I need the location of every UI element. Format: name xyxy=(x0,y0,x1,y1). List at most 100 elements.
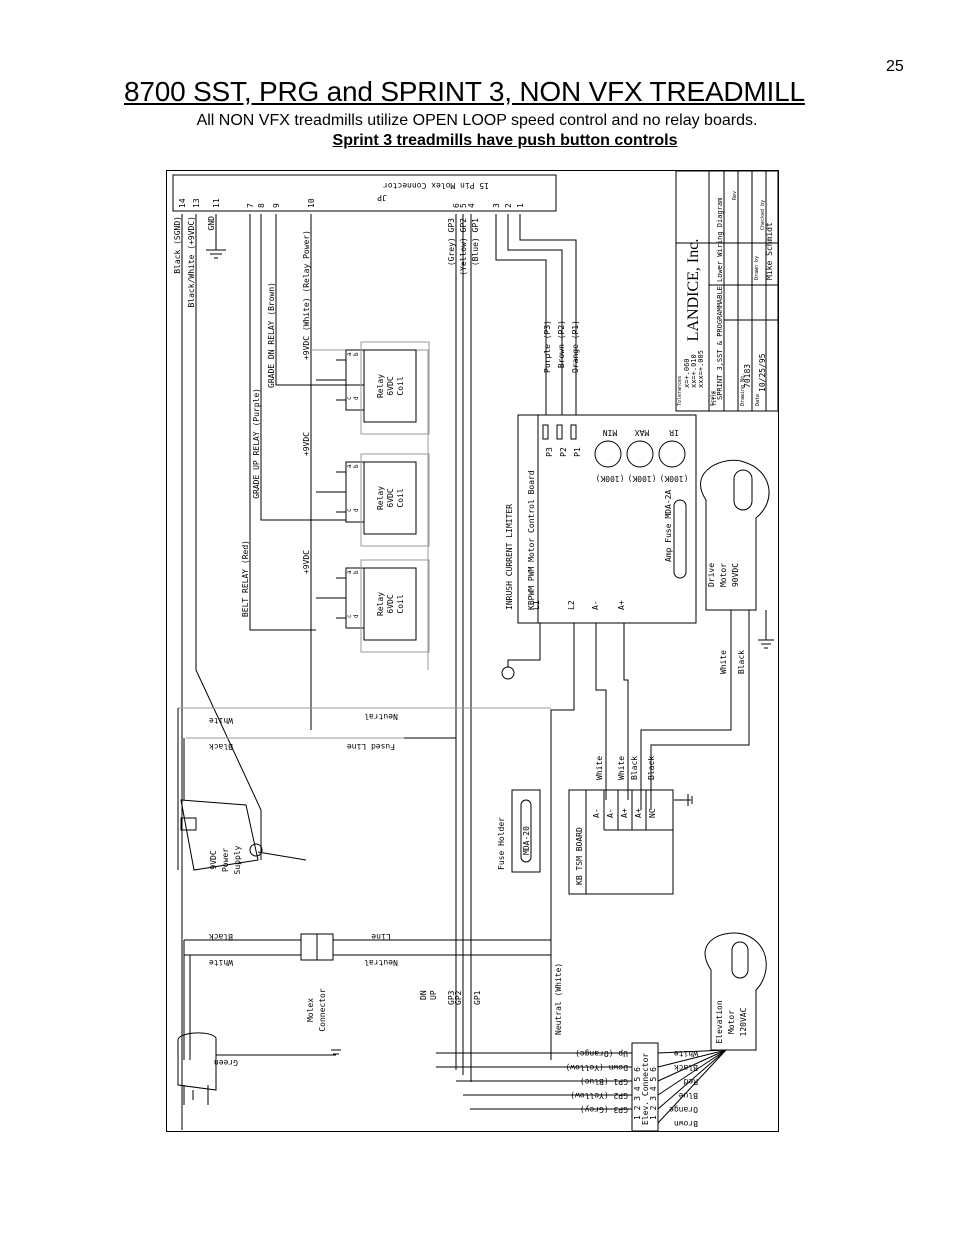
power-plug: Green xyxy=(177,1032,341,1105)
inrush-label: INRUSH CURRENT LIMITER xyxy=(505,504,514,610)
molex-label-2: Connector xyxy=(318,988,327,1032)
kb-tsm-board: KB TSM BOARD A- A- A+ A+ NC White White … xyxy=(568,750,693,895)
board-label: KBPWM PWM Motor Control Board xyxy=(527,470,536,610)
page-subtitle: All NON VFX treadmills utilize OPEN LOOP… xyxy=(196,112,758,129)
tb-tol-2: xx=+.010 xyxy=(690,354,698,388)
pot-max: MAX xyxy=(635,428,650,437)
label-black-sgnd: Black (SGND) xyxy=(173,216,182,274)
tb-tol-1: x=+.060 xyxy=(683,358,691,388)
label-black-white: Black/White (+9VDC) xyxy=(187,216,196,308)
connector-pin-9: 9 xyxy=(272,203,281,208)
label-dn: DN xyxy=(419,990,428,1000)
connector-pin-3: 3 xyxy=(492,203,501,208)
connector-title: 15 Pin Molex Connector xyxy=(383,181,489,190)
pot-ir-value: (100K) xyxy=(660,474,689,483)
psu-label-3: Supply xyxy=(233,845,242,874)
elev-right-wire-4: Blue xyxy=(679,1091,698,1100)
relay-3-label-2: 6VDC xyxy=(386,594,395,613)
psu-label-2: Power xyxy=(221,848,230,872)
connector-ref: JP xyxy=(377,193,387,202)
elev-right-wire-1: White xyxy=(674,1049,698,1058)
connector-pin-2: 2 xyxy=(504,203,513,208)
tsm-term-1: A- xyxy=(592,808,601,818)
pot-min: MIN xyxy=(603,428,618,437)
terminal-a-plus: A+ xyxy=(617,600,626,610)
tb-tol-3: xxx=+.005 xyxy=(697,350,705,388)
connector-pin-14: 14 xyxy=(178,198,187,208)
label-black-top: Black xyxy=(209,742,233,751)
connector-pin-11: 11 xyxy=(212,198,221,208)
tb-date-label: Date xyxy=(755,394,761,406)
relay-3-label-3: Coil xyxy=(396,594,405,613)
amp-fuse-label: Amp Fuse MDA-2A xyxy=(664,490,673,562)
relay-2-label-1: Relay xyxy=(376,486,385,510)
relay-2-pin-d: d xyxy=(353,508,360,512)
label-gp3: (Grey) GP3 xyxy=(447,218,456,266)
relay-3-pin-c: c xyxy=(346,614,353,618)
diagram-border xyxy=(166,170,779,1132)
elev-right-wire-2: Black xyxy=(674,1063,698,1072)
tb-rev-label: Rev xyxy=(732,191,738,200)
relay-2-label-2: 6VDC xyxy=(386,488,395,507)
elev-right-wire-6: Brown xyxy=(674,1119,698,1128)
elev-motor-label-2: Motor xyxy=(727,1010,736,1034)
p3-label: P3 xyxy=(545,447,554,457)
relay-1-label-3: Coil xyxy=(396,376,405,395)
label-9vdc-a: +9VDC xyxy=(302,432,311,456)
relay-1-pin-b: b xyxy=(353,352,360,356)
relay-2-label-3: Coil xyxy=(396,488,405,507)
label-grade-dn: GRADE DN RELAY (Brown) xyxy=(267,282,276,388)
elev-right-wire-5: Orange xyxy=(669,1105,698,1114)
tb-title-label: Title xyxy=(712,391,718,406)
label-gp1-lower: GP1 xyxy=(473,990,482,1005)
relay-1-pin-c: c xyxy=(346,396,353,400)
pot-ir: IR xyxy=(669,428,679,437)
label-9vdc-b: +9VDC xyxy=(302,550,311,574)
tb-checked-label: Checked by xyxy=(760,200,766,230)
tb-date: 10/25/95 xyxy=(758,353,767,392)
drive-wire-black: Black xyxy=(737,650,746,674)
tsm-wire-2: White xyxy=(617,756,626,780)
connector-pin-6: 6 xyxy=(452,203,461,208)
label-white-top: White xyxy=(209,716,233,725)
relay-1-pin-d: d xyxy=(353,396,360,400)
tsm-term-3: A+ xyxy=(620,808,629,818)
relay-1-pin-a: a xyxy=(346,352,353,356)
tb-drawing-label: Drawing No. xyxy=(740,373,746,406)
tb-drawn-by: Mike Schmidt xyxy=(765,222,774,280)
elev-left-wire-2: Down (Yellow) xyxy=(565,1063,628,1072)
elev-motor-label-1: Elevation xyxy=(715,1000,724,1044)
label-gp2-lower: GP2 xyxy=(454,990,463,1005)
tb-scale-label: Scale xyxy=(710,391,716,406)
pot-max-value: (100K) xyxy=(628,474,657,483)
motor-control-board: INRUSH CURRENT LIMITER KBPWM PWM Motor C… xyxy=(501,414,697,1060)
tb-drawn-label: Drawn by xyxy=(754,256,760,280)
label-fused-line: Fused Line xyxy=(347,742,395,751)
connector-pin-5: 5 xyxy=(459,203,468,208)
label-line: Line xyxy=(371,932,390,941)
page-subtitle-bold: Sprint 3 treadmills have push button con… xyxy=(332,132,678,149)
drive-motor: Drive Motor 90VDC White Black xyxy=(640,459,774,810)
page-number: 25 xyxy=(886,58,904,75)
tb-drawing-no: 70183 xyxy=(743,364,752,388)
drive-motor-label-1: Drive xyxy=(707,563,716,587)
label-purple-p3: Purple (P3) xyxy=(543,320,552,373)
power-supply: 9VDC Power Supply xyxy=(180,799,307,874)
label-gnd: GND xyxy=(207,216,216,231)
relay-3-pin-b: b xyxy=(353,570,360,574)
relay-3-label-1: Relay xyxy=(376,592,385,616)
connector-pin-1: 1 xyxy=(516,203,525,208)
relay-2-pin-b: b xyxy=(353,464,360,468)
label-white-lower: White xyxy=(209,958,233,967)
terminal-a-minus: A- xyxy=(591,600,600,610)
tsm-term-2: A- xyxy=(606,808,615,818)
label-green: Green xyxy=(214,1058,238,1067)
label-neutral-white: Neutral (White) xyxy=(554,963,563,1035)
elev-left-wire-1: Up (Orange) xyxy=(575,1049,628,1058)
elev-left-wire-4: GP2 (Yellow) xyxy=(570,1091,628,1100)
label-neutral-top: Neutral xyxy=(364,712,398,721)
